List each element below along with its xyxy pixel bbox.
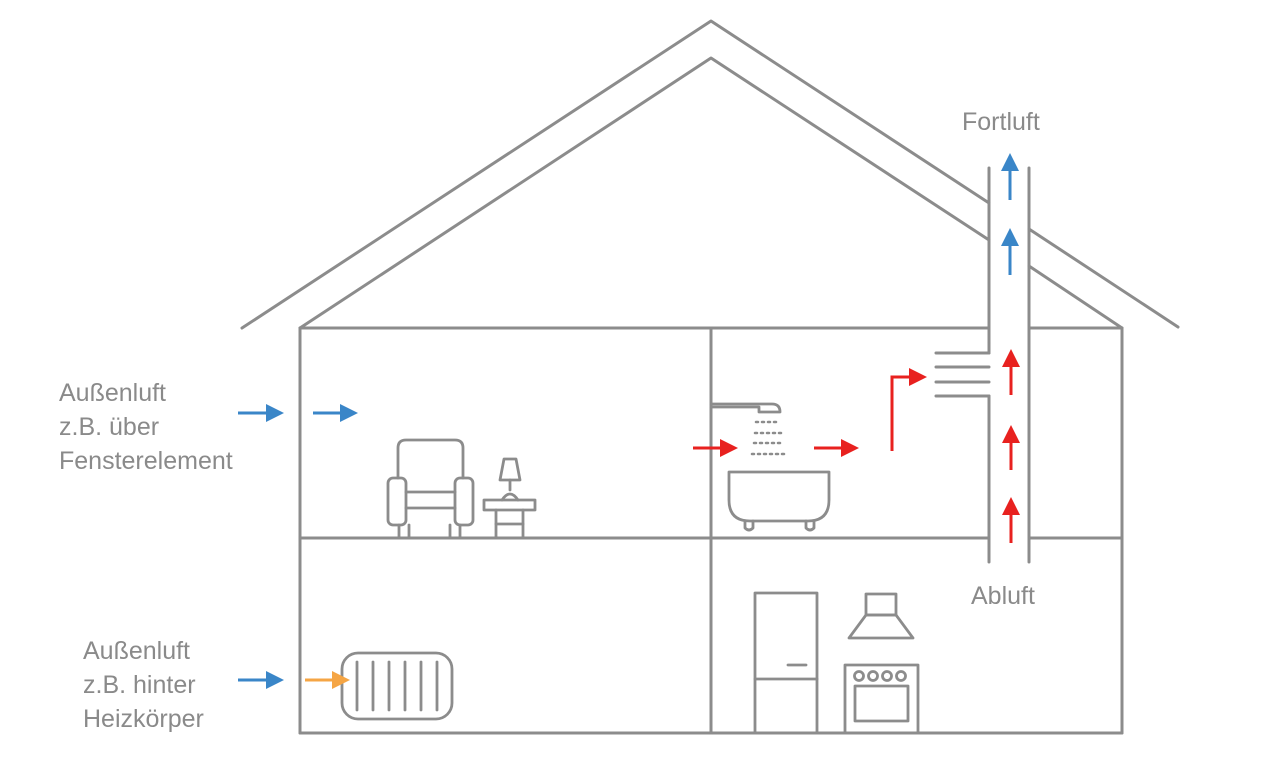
label-line: Außenluft (59, 379, 167, 407)
shower-water-drops (750, 420, 786, 456)
armchair-icon (386, 438, 475, 540)
label-outside-air-radiator: Außenluft z.B. hinter Heizkörper (83, 634, 204, 736)
side-table-lamp-icon (482, 457, 537, 540)
inner-roof-line (298, 56, 991, 330)
bathtub-icon (727, 470, 831, 532)
shower-icon (709, 402, 782, 414)
label-line: Heizkörper (83, 705, 204, 733)
outer-roof-line (240, 19, 991, 330)
vent-intake-arrow (890, 368, 927, 451)
inner-roof-right (1027, 264, 1124, 330)
label-line: z.B. über (59, 413, 160, 441)
range-hood-icon (847, 592, 915, 640)
fridge-icon (753, 591, 819, 735)
label-exhaust-out: Fortluft (962, 108, 1040, 136)
label-line: z.B. hinter (83, 671, 196, 699)
label-line: Fensterelement (59, 447, 233, 475)
label-outside-air-window: Außenluft z.B. über Fensterelement (59, 376, 233, 478)
outer-roof-right (1027, 227, 1180, 329)
exhaust-vent-icon (934, 342, 991, 398)
label-extract-air: Abluft (971, 582, 1035, 610)
radiator-icon (340, 651, 454, 721)
label-line: Außenluft (83, 637, 191, 665)
stove-icon (843, 663, 920, 735)
